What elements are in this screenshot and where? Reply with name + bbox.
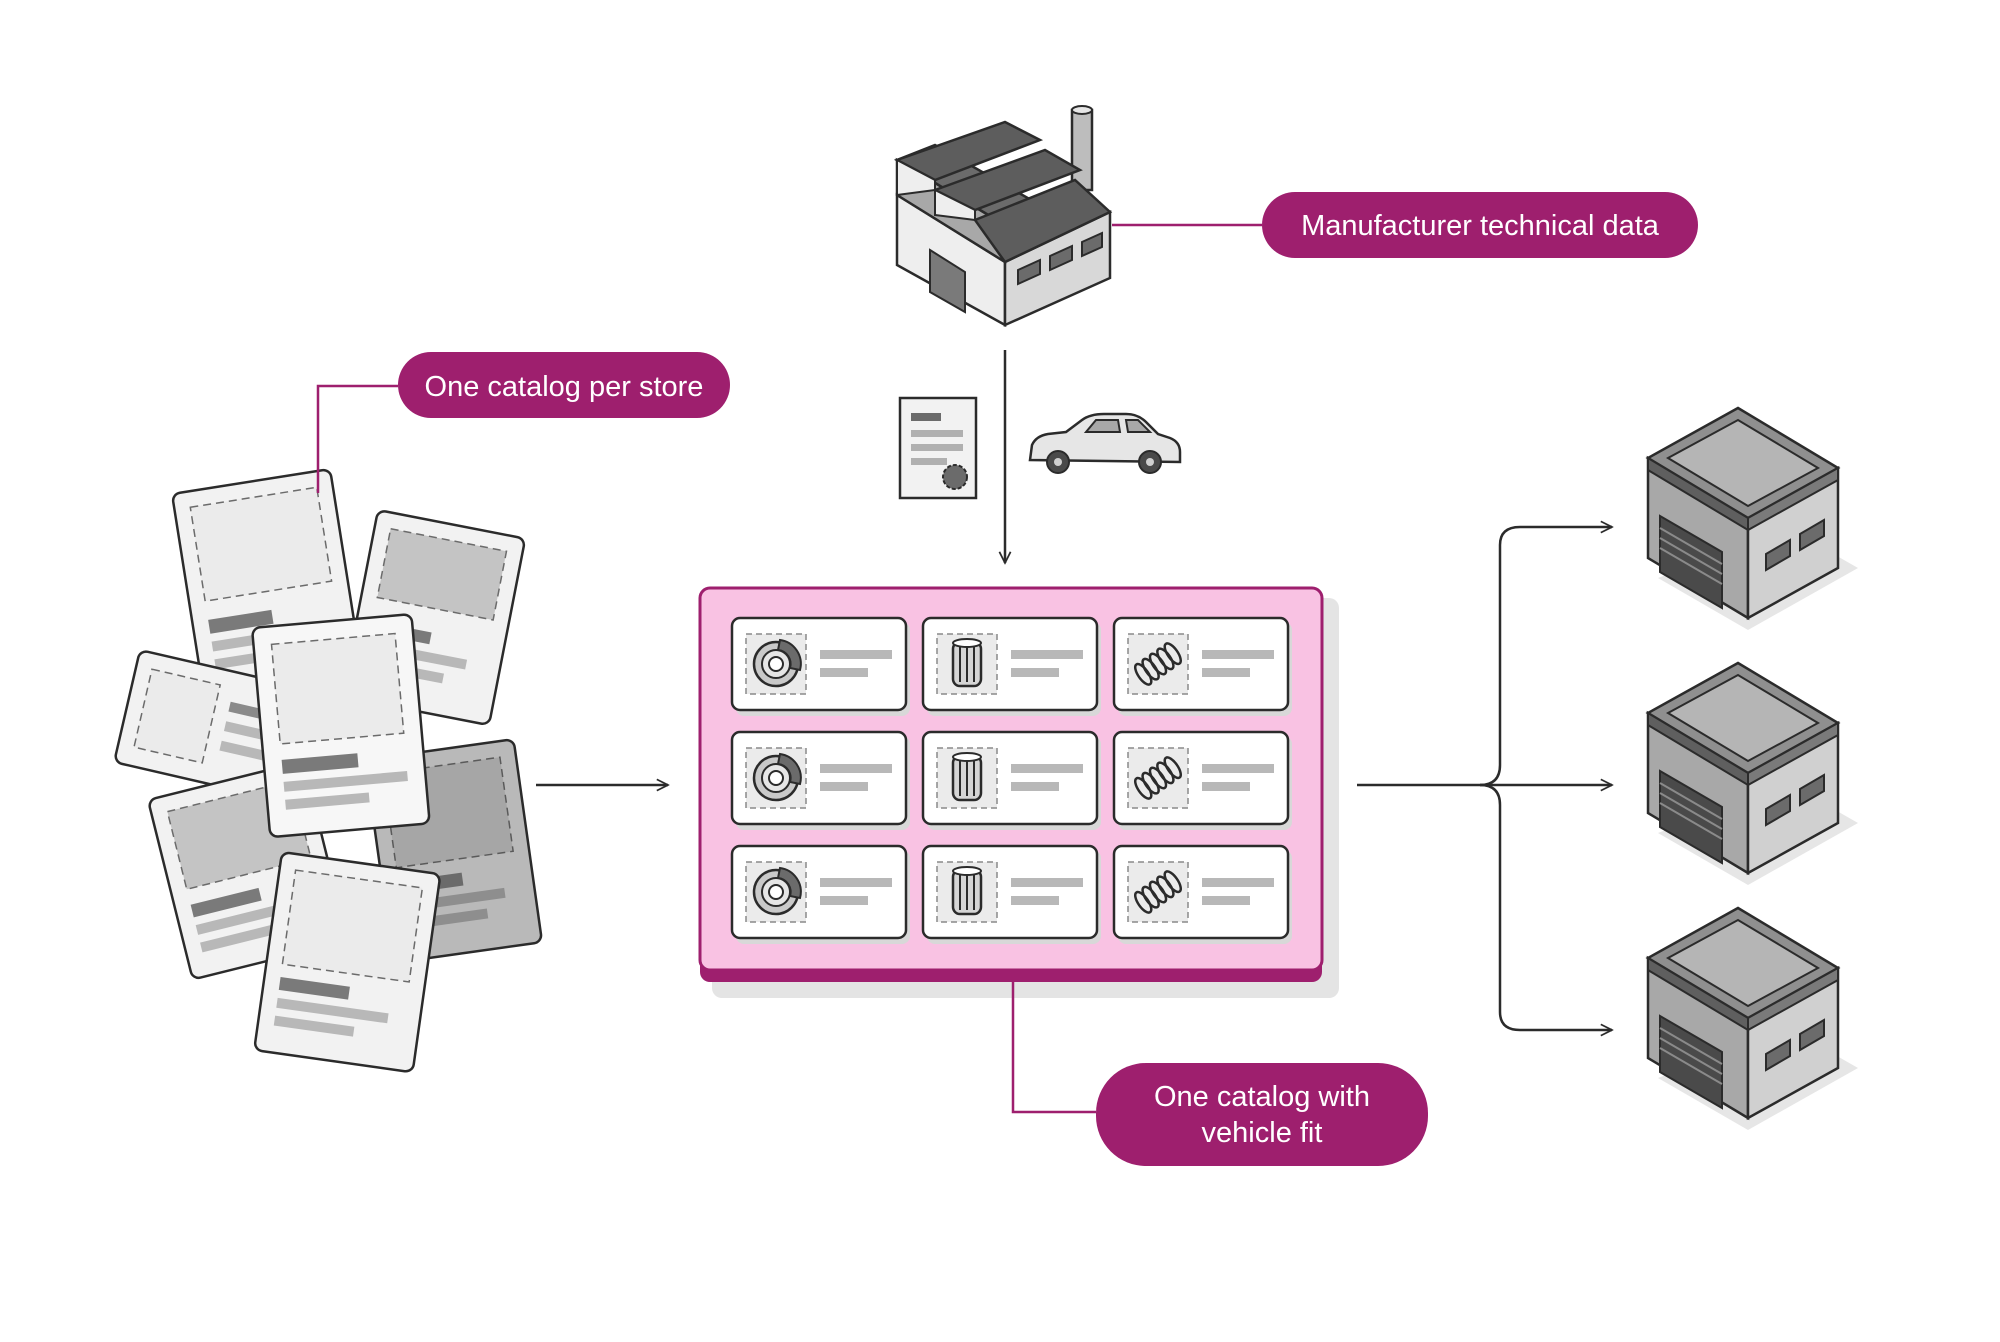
- store-garage-icon: [1646, 661, 1858, 885]
- catalog-part-card: [921, 616, 1101, 716]
- certificate-icon: [898, 396, 978, 500]
- oil-filter-icon: [951, 865, 983, 916]
- car-icon: [1028, 412, 1182, 474]
- manufacturer-label-text: Manufacturer technical data: [1301, 210, 1660, 242]
- distribution-arrows: [1357, 527, 1612, 1030]
- catalog-part-card: [1112, 730, 1292, 830]
- manufacturer-label: Manufacturer technical data: [1112, 192, 1698, 258]
- stores: [1646, 406, 1858, 1130]
- store-catalogs-pile: [114, 468, 543, 1073]
- catalog-part-card: [1112, 616, 1292, 716]
- oil-filter-icon: [951, 751, 983, 802]
- per-store-label-text: One catalog per store: [425, 371, 704, 403]
- store-garage-icon: [1646, 406, 1858, 630]
- catalog-part-card: [730, 844, 910, 944]
- store-garage-icon: [1646, 906, 1858, 1130]
- vehicle-fit-label-line1: One catalog with: [1154, 1081, 1370, 1113]
- per-store-label: One catalog per store: [316, 352, 730, 493]
- catalog-part-card: [1112, 844, 1292, 944]
- catalog-part-card: [921, 730, 1101, 830]
- unified-catalog: [698, 586, 1339, 998]
- catalog-part-card: [730, 616, 910, 716]
- factory-icon: [893, 105, 1113, 328]
- vehicle-fit-label: One catalog with vehicle fit: [1011, 982, 1428, 1166]
- catalog-part-card: [921, 844, 1101, 944]
- catalog-part-card: [730, 730, 910, 830]
- oil-filter-icon: [951, 637, 983, 688]
- vehicle-fit-label-line2: vehicle fit: [1202, 1117, 1323, 1149]
